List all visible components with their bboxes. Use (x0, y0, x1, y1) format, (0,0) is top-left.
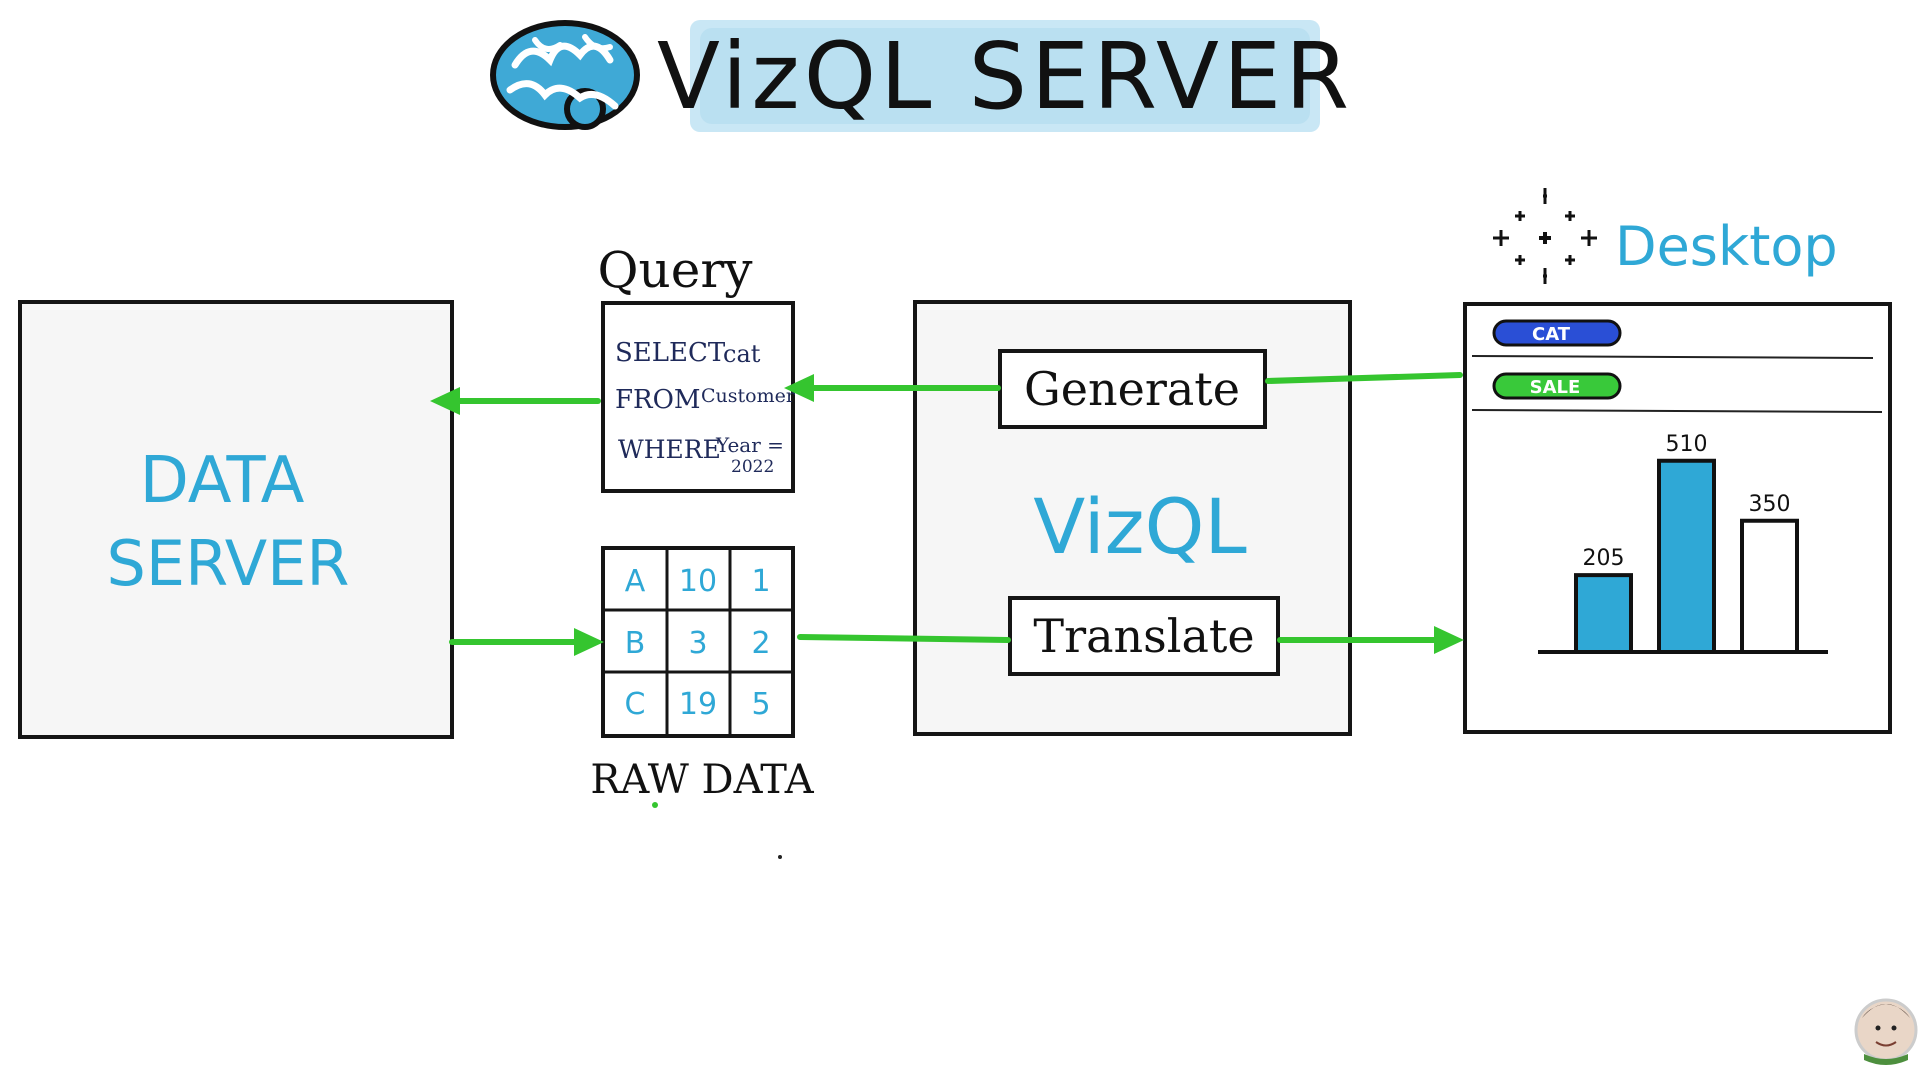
raw-data-cell: 10 (679, 564, 717, 599)
desktop-label: Desktop (1615, 215, 1838, 278)
data-server-label-line1: DATA (140, 444, 305, 518)
bar-chart: 205 510 350 (1538, 432, 1828, 654)
tableau-logo-icon (1493, 188, 1597, 284)
stray-dot (778, 855, 782, 859)
brain-icon (490, 20, 640, 130)
chart-data-label: 350 (1749, 492, 1791, 517)
cat-pill-label: CAT (1532, 324, 1571, 345)
chart-bar (1657, 458, 1716, 654)
sql-from-value: Customer (701, 385, 796, 407)
sql-where-value-2: 2022 (731, 457, 774, 477)
sql-select-keyword: SELECT (615, 338, 726, 368)
arrow-generate-to-query (784, 374, 1001, 402)
sale-pill-label: SALE (1530, 377, 1581, 398)
page-title: VizQL SERVER (657, 23, 1353, 130)
data-server-label-line2: SERVER (107, 527, 350, 600)
sale-pill (1492, 372, 1622, 400)
title-highlight (690, 20, 1320, 132)
query-card: SELECT cat FROM Customer WHERE Year = 20… (601, 301, 796, 493)
raw-data-cell: 3 (688, 626, 707, 661)
chart-data-label: 205 (1583, 546, 1625, 571)
query-label: Query (598, 241, 754, 299)
raw-data-cell: C (625, 687, 646, 722)
stray-dot (652, 802, 658, 808)
vizql-box: Generate VizQL Translate (913, 300, 1352, 736)
sql-where-value-1: Year = (715, 433, 784, 457)
arrow-desktop-to-generate (1265, 372, 1463, 384)
sql-from-keyword: FROM (615, 385, 701, 415)
sql-select-value: cat (723, 340, 761, 368)
desktop-window: CAT SALE 205 510 350 (1463, 302, 1892, 734)
presenter-avatar (1854, 998, 1918, 1065)
data-server-box: DATA SERVER (18, 300, 454, 739)
raw-data-cell: B (625, 626, 646, 661)
translate-step-label: Translate (1033, 609, 1254, 663)
chart-data-label: 510 (1666, 432, 1708, 457)
raw-data-cell: 1 (751, 564, 770, 599)
raw-data-table: A 10 1 B 3 2 C 19 5 (601, 546, 795, 738)
chart-bar (1740, 518, 1799, 654)
arrow-translate-to-desktop (1277, 626, 1464, 654)
raw-data-cell: 5 (751, 687, 770, 722)
arrow-query-to-data-server (430, 387, 601, 415)
raw-data-cell: 19 (679, 687, 717, 722)
title-block: VizQL SERVER (657, 20, 1353, 132)
generate-step-box (998, 349, 1267, 429)
cat-pill (1492, 319, 1622, 347)
vizql-label: VizQL (1033, 482, 1247, 571)
raw-data-label: RAW DATA (590, 757, 814, 803)
arrow-raw-data-to-translate (797, 634, 1011, 643)
translate-step-box (1008, 596, 1280, 676)
arrow-data-server-to-raw-data (449, 628, 604, 656)
chart-bar (1574, 573, 1633, 654)
sql-where-keyword: WHERE (618, 435, 721, 464)
generate-step-label: Generate (1024, 362, 1240, 416)
raw-data-cell: 2 (751, 626, 770, 661)
raw-data-cell: A (625, 564, 646, 599)
